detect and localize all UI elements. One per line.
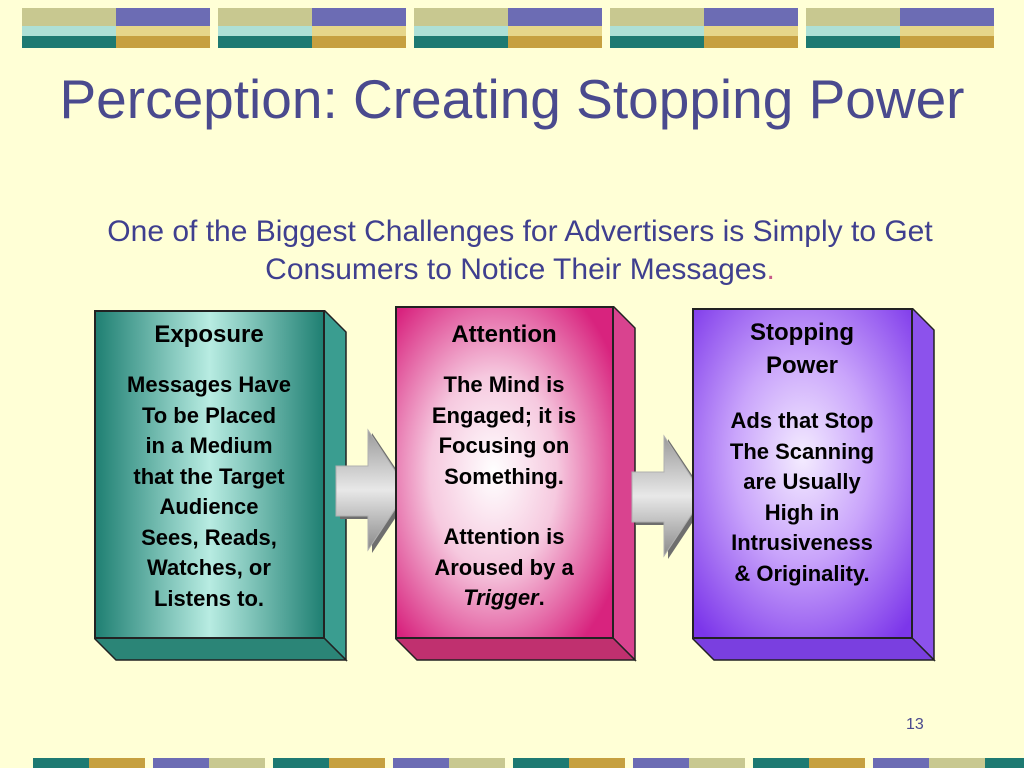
body-line: Intrusiveness — [731, 530, 873, 555]
exposure-heading: Exposure — [154, 321, 264, 348]
body-line: Engaged; it is — [431, 402, 577, 428]
body-line: The Scanning — [729, 438, 875, 464]
body-line: Listens to. — [153, 585, 264, 611]
decor-seg — [449, 758, 505, 768]
attention-content: Attention The Mind is Engaged; it is Foc… — [395, 320, 613, 614]
body-line: Messages Have — [127, 372, 291, 397]
trigger-line: Trigger. — [395, 583, 613, 614]
decor-seg — [569, 758, 625, 768]
bottom-decorative-strip — [33, 758, 1024, 768]
body-line: To be Placed — [141, 402, 277, 428]
stopping-power-body: Ads that Stop The Scanning are Usually H… — [692, 406, 912, 589]
top-decorative-strip — [22, 8, 998, 48]
body-line: Attention is — [443, 524, 565, 549]
body-line: Watches, or — [147, 555, 271, 580]
subtitle-period: . — [766, 253, 775, 286]
stopping-power-box-3d — [692, 308, 936, 662]
arrow-right-icon — [335, 428, 412, 553]
attention-heading: Attention — [451, 321, 557, 348]
decor-seg — [873, 758, 929, 768]
slide-subtitle: One of the Biggest Challenges for Advert… — [40, 213, 1000, 289]
trigger-period: . — [538, 585, 545, 610]
body-line: Ads that Stop — [730, 408, 874, 433]
body-line: that the Target — [133, 463, 285, 489]
trigger-word: Trigger — [463, 585, 539, 610]
body-line: Aroused by a — [434, 554, 574, 580]
decor-tile — [218, 8, 406, 48]
arrow-right-icon — [631, 434, 708, 559]
slide-title: Perception: Creating Stopping Power — [59, 68, 965, 130]
body-line: High in — [764, 499, 840, 525]
body-line: Focusing on — [438, 433, 570, 458]
decor-seg — [209, 758, 265, 768]
decor-seg — [393, 758, 449, 768]
decor-tile — [414, 8, 602, 48]
decor-seg — [689, 758, 745, 768]
decor-seg — [633, 758, 689, 768]
decor-seg — [153, 758, 209, 768]
decor-seg — [33, 758, 89, 768]
body-line: Sees, Reads, — [141, 524, 277, 550]
heading-line: Stopping — [750, 319, 854, 346]
body-line: Something. — [444, 463, 564, 489]
decor-tile — [610, 8, 798, 48]
exposure-content: Exposure Messages Have To be Placed in a… — [94, 320, 324, 614]
exposure-box-3d — [94, 310, 348, 662]
page-number: 13 — [906, 716, 924, 733]
decor-seg — [273, 758, 329, 768]
body-line: are Usually — [743, 469, 861, 494]
attention-box-3d — [395, 306, 637, 662]
body-line: The Mind is — [443, 372, 565, 397]
body-line: & Originality. — [734, 560, 870, 586]
heading-line: Power — [765, 352, 839, 379]
decor-seg — [513, 758, 569, 768]
decor-tile — [22, 8, 210, 48]
decor-seg — [753, 758, 809, 768]
exposure-box: Exposure Messages Have To be Placed in a… — [94, 310, 352, 662]
stopping-power-content: Stopping Power Ads that Stop The Scannin… — [692, 316, 912, 589]
body-line: in a Medium — [145, 433, 273, 458]
decor-seg — [985, 758, 1024, 768]
subtitle-text: One of the Biggest Challenges for Advert… — [107, 215, 933, 286]
decor-seg — [929, 758, 985, 768]
body-line: Audience — [159, 494, 259, 519]
attention-box: Attention The Mind is Engaged; it is Foc… — [395, 306, 639, 662]
stopping-power-heading: Stopping Power — [692, 316, 912, 382]
attention-body: The Mind is Engaged; it is Focusing on S… — [395, 370, 613, 614]
exposure-body: Messages Have To be Placed in a Medium t… — [94, 370, 324, 614]
decor-tile — [806, 8, 994, 48]
decor-seg — [329, 758, 385, 768]
decor-seg — [809, 758, 865, 768]
decor-seg — [89, 758, 145, 768]
stopping-power-box: Stopping Power Ads that Stop The Scannin… — [692, 308, 936, 662]
